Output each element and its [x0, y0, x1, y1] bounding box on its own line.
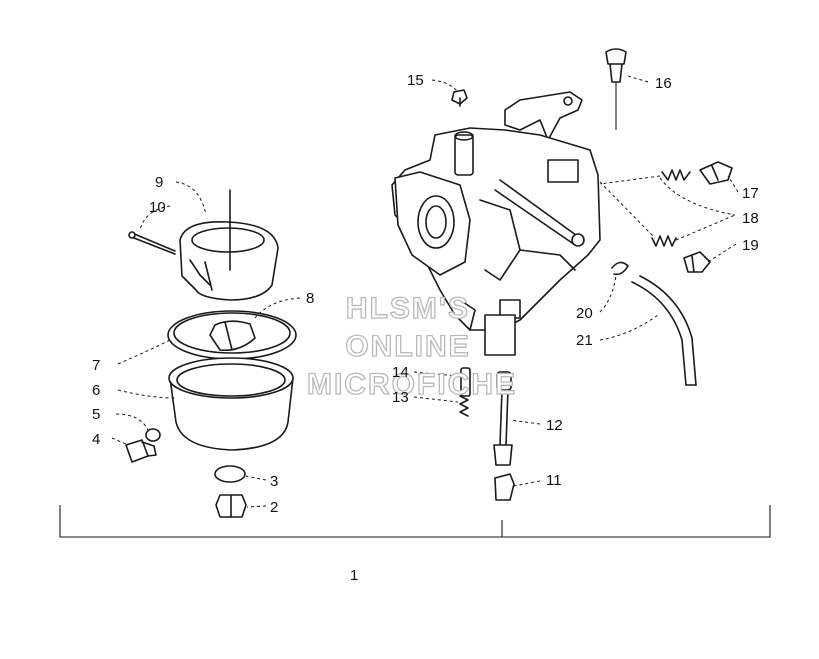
- assembly-bracket: [59, 505, 771, 538]
- part-21-hose: [631, 275, 697, 386]
- watermark: HLSM'S ONLINE MICROFICHE: [306, 291, 517, 401]
- callout-11: 11: [546, 472, 562, 489]
- callout-3: 3: [270, 473, 278, 490]
- callout-12: 12: [546, 417, 563, 434]
- callout-18: 18: [742, 210, 759, 227]
- watermark-line-1: HLSM'S: [346, 292, 470, 325]
- callout-14: 14: [392, 364, 409, 381]
- callout-16: 16: [655, 75, 672, 92]
- callout-10: 10: [149, 199, 166, 216]
- part-3-gasket: [214, 465, 246, 483]
- callout-19: 19: [742, 237, 759, 254]
- callout-8: 8: [306, 290, 314, 307]
- part-15-screw: [451, 89, 468, 107]
- callout-labels: 1 2 3 4 5 6 7 8 9 10 11 12 13 14 15 16 1…: [92, 72, 759, 584]
- leader-lines: [111, 75, 739, 508]
- part-11-jet: [494, 473, 515, 501]
- part-13-spring: [459, 395, 469, 417]
- part-9-float-top: [179, 189, 279, 301]
- callout-15: 15: [407, 72, 424, 89]
- part-10-screw: [128, 231, 176, 255]
- carburetor-body: [391, 91, 601, 356]
- callout-20: 20: [576, 305, 593, 322]
- part-2-bolt: [215, 494, 247, 518]
- callout-1: 1: [350, 567, 358, 584]
- callout-21: 21: [576, 332, 593, 349]
- part-19-screw: [683, 251, 711, 273]
- part-17-idle-screw: [699, 161, 733, 185]
- part-5-o-ring: [145, 428, 161, 442]
- part-20-clip: [611, 261, 629, 276]
- float-bowl-group: [125, 189, 297, 518]
- part-18-springs: [651, 169, 691, 247]
- part-16-screw: [605, 48, 627, 130]
- callout-4: 4: [92, 431, 100, 448]
- part-4-drain-screw: [125, 439, 157, 463]
- watermark-line-3: MICROFICHE: [307, 368, 517, 401]
- callout-13: 13: [392, 389, 409, 406]
- callout-17: 17: [742, 185, 759, 202]
- callout-6: 6: [92, 382, 100, 399]
- part-8-float: [209, 320, 256, 352]
- callout-2: 2: [270, 499, 278, 516]
- part-6-float-bowl: [168, 357, 294, 451]
- callout-7: 7: [92, 357, 100, 374]
- watermark-line-2: ONLINE: [345, 330, 470, 363]
- callout-9: 9: [155, 174, 163, 191]
- part-12-needle: [493, 371, 513, 466]
- part-14-pin: [460, 367, 471, 397]
- callout-5: 5: [92, 406, 100, 423]
